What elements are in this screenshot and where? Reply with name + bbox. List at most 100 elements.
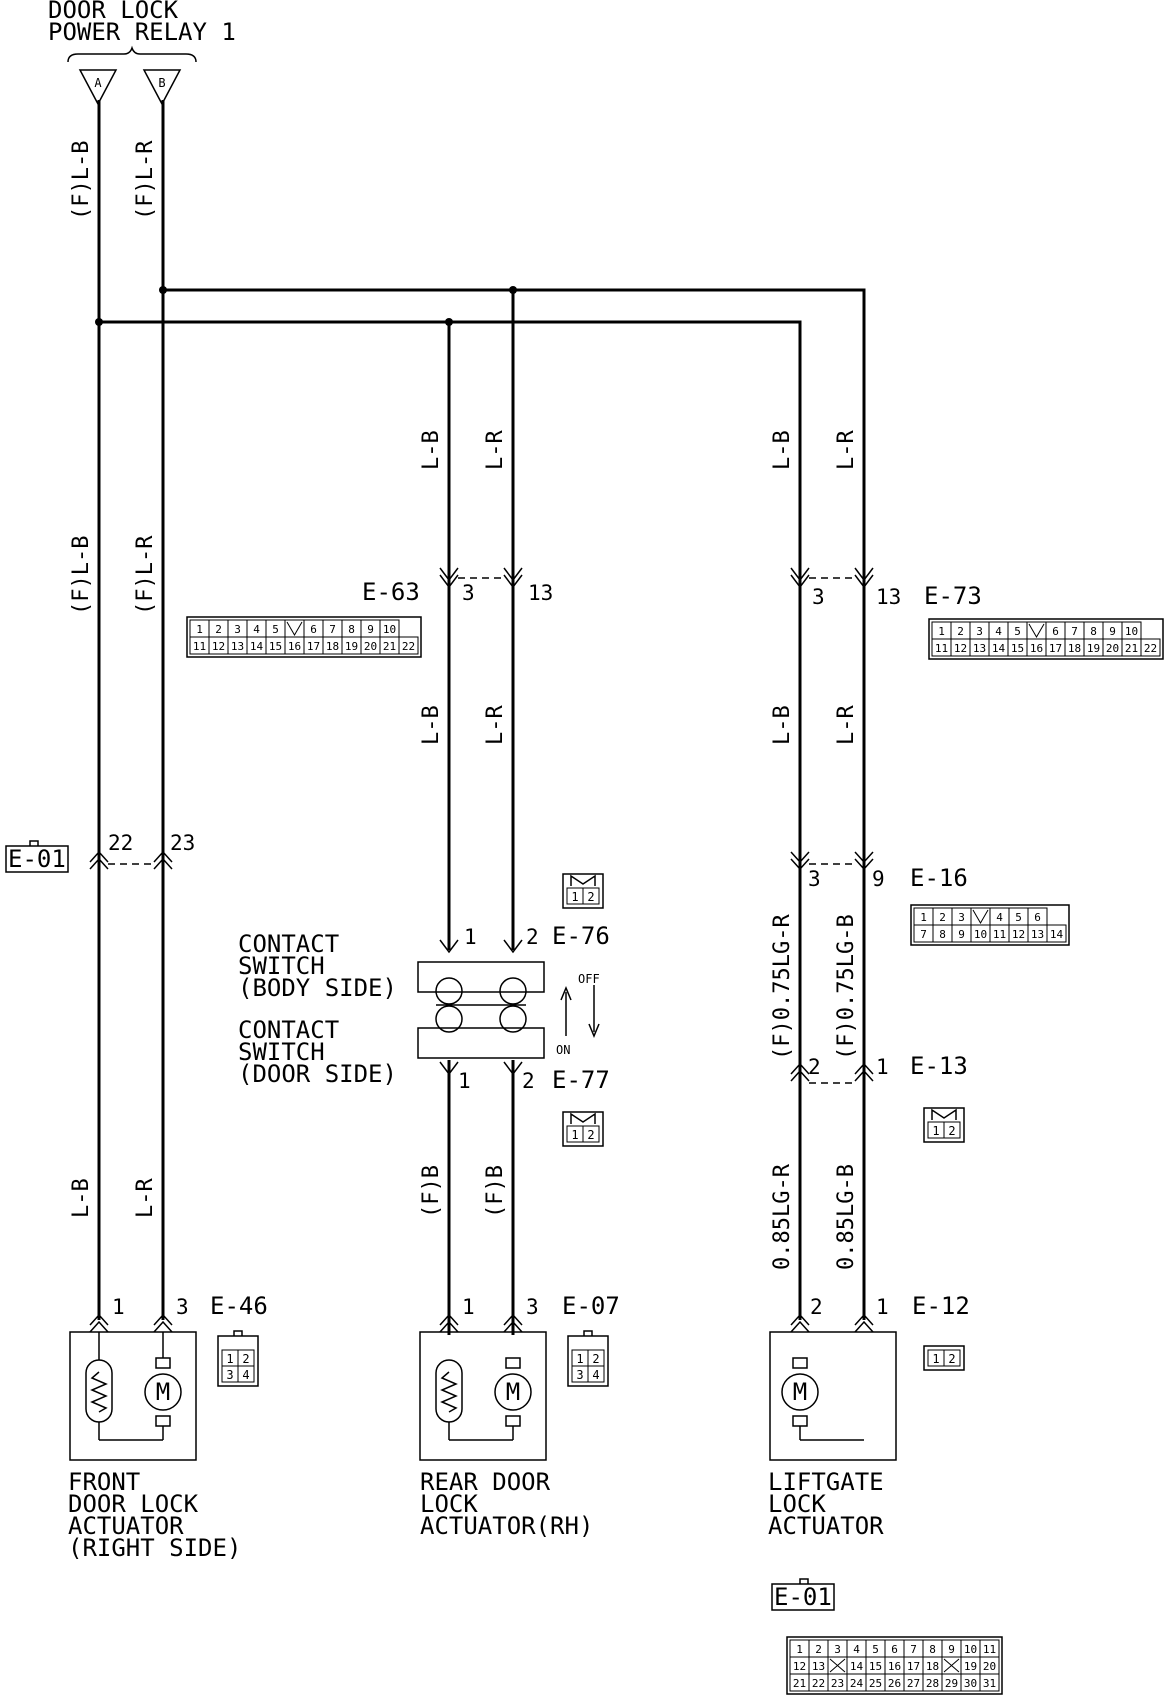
connector-pin-label: 2 [939, 911, 946, 924]
switch-contact-2 [435, 1005, 463, 1033]
connector-pin-label: 4 [996, 911, 1003, 924]
connector-pin-label: 31 [983, 1677, 996, 1690]
connector-pin-label: 8 [348, 623, 355, 636]
connector-pin-label: 13 [1031, 928, 1044, 941]
e46-id: E-46 [210, 1292, 268, 1320]
connector-pin-label: 4 [242, 1368, 249, 1382]
label-front-mid-lb: (F)L-B [69, 536, 94, 615]
connector-pin-label: 3 [226, 1368, 233, 1382]
rear-actuator-line3: ACTUATOR(RH) [420, 1512, 593, 1540]
connector-pin-label: 10 [1125, 625, 1138, 638]
connector-pin-label: 16 [1030, 642, 1043, 655]
connector-pin-label: 8 [929, 1643, 936, 1656]
connector-pin-label: 3 [976, 625, 983, 638]
e07-id: E-07 [562, 1292, 620, 1320]
e07-pin-a: 1 [462, 1295, 475, 1319]
connector-pin-label: 16 [288, 640, 301, 653]
connector-pin-label: 29 [945, 1677, 958, 1690]
e63-pin-b: 13 [528, 581, 553, 605]
connector-pin-label: 11 [935, 642, 948, 655]
terminal-a-label: A [94, 76, 102, 90]
switch-off-label: OFF [578, 972, 600, 986]
connector-pin-label: 12 [1012, 928, 1025, 941]
connector-pin-label: 19 [345, 640, 358, 653]
e01-pin-a: 22 [108, 831, 133, 855]
connector-pin-label: 8 [939, 928, 946, 941]
connector-pin-label: 17 [307, 640, 320, 653]
e01-bottom-box [771, 1583, 835, 1611]
connector-pin-label: 12 [954, 642, 967, 655]
junction-3 [445, 318, 453, 326]
e13-id: E-13 [910, 1052, 968, 1080]
rear-actuator-line1: REAR DOOR [420, 1468, 551, 1496]
liftgate-actuator-line3: ACTUATOR [768, 1512, 884, 1540]
relay-title-line1: DOOR LOCK [48, 0, 179, 24]
connector-pin-label: 10 [383, 623, 396, 636]
connector-pin-label: 19 [964, 1660, 977, 1673]
connector-pin-label: 18 [926, 1660, 939, 1673]
label-rear-upper-lr: L-R [483, 430, 508, 470]
connector-pin-label: 22 [1144, 642, 1157, 655]
bus-lr [163, 288, 866, 1320]
connector-pin-label: 3 [958, 911, 965, 924]
rear-actuator-line2: LOCK [420, 1490, 478, 1518]
connector-pin-label: 23 [831, 1677, 844, 1690]
label-lift-low-r: 0.85LG-R [770, 1163, 795, 1270]
switch-door-line3: (DOOR SIDE) [238, 1060, 397, 1088]
label-rear-low-b2: (F)B [483, 1165, 508, 1218]
switch-body-frame [417, 961, 545, 993]
e12-id: E-12 [912, 1292, 970, 1320]
connector-pin-label: 18 [326, 640, 339, 653]
connector-pin-label: 21 [1125, 642, 1138, 655]
connector-pin-label: 1 [196, 623, 203, 636]
connector-cell [398, 636, 419, 655]
connector-pin-label: 2 [957, 625, 964, 638]
e01-box [5, 845, 69, 873]
connector-pin-label: 14 [992, 642, 1006, 655]
switch-arrow-down [588, 985, 600, 1038]
label-lift-sub-b: (F)0.75LG-B [834, 914, 859, 1060]
liftgate-actuator-box [769, 1331, 897, 1461]
switch-contact-1 [435, 977, 463, 1005]
e12-pin-a: 2 [810, 1295, 823, 1319]
connector-pin-label: 5 [872, 1643, 879, 1656]
terminal-b [142, 69, 182, 106]
connector-pin-label: 6 [1052, 625, 1059, 638]
connector-pin-label: 2 [242, 1352, 249, 1366]
connector-cell [1046, 924, 1067, 943]
switch-body-line2: SWITCH [238, 952, 325, 980]
e76-id: E-76 [552, 922, 610, 950]
connector-pin-label: 5 [1014, 625, 1021, 638]
connector-pin-label: 20 [364, 640, 377, 653]
connector-pin-label: 7 [920, 928, 927, 941]
front-actuator-line3: ACTUATOR [68, 1512, 184, 1540]
e46-pin-b: 3 [176, 1295, 189, 1319]
connector-pin-label: 17 [907, 1660, 920, 1673]
connector-pin-label: 2 [948, 1124, 955, 1138]
terminal-a [78, 69, 118, 106]
label-lift-upper-lr: L-R [834, 430, 859, 470]
label-rear-low-b1: (F)B [419, 1165, 444, 1218]
connector-pin-label: 21 [793, 1677, 806, 1690]
connector-cell [582, 1125, 600, 1143]
connector-pin-label: 16 [888, 1660, 901, 1673]
relay-bracket [67, 45, 197, 63]
connector-pin-label: 6 [1034, 911, 1041, 924]
rear-actuator-box [419, 1331, 547, 1461]
connector-pin-label: 15 [1011, 642, 1024, 655]
e73-id: E-73 [924, 582, 982, 610]
liftgate-motor-icon: M [793, 1378, 807, 1406]
front-actuator-symbols [85, 1332, 182, 1441]
connector-pin-label: 1 [920, 911, 927, 924]
connector-cell [582, 887, 600, 905]
connector-pin-label: 12 [212, 640, 225, 653]
connector-cell [979, 1673, 1000, 1692]
connector-pin-label: 1 [932, 1352, 939, 1366]
label-lift-mid-lb: L-B [770, 705, 795, 745]
e07-pin-b: 3 [526, 1295, 539, 1319]
connector-cell [587, 1365, 605, 1383]
